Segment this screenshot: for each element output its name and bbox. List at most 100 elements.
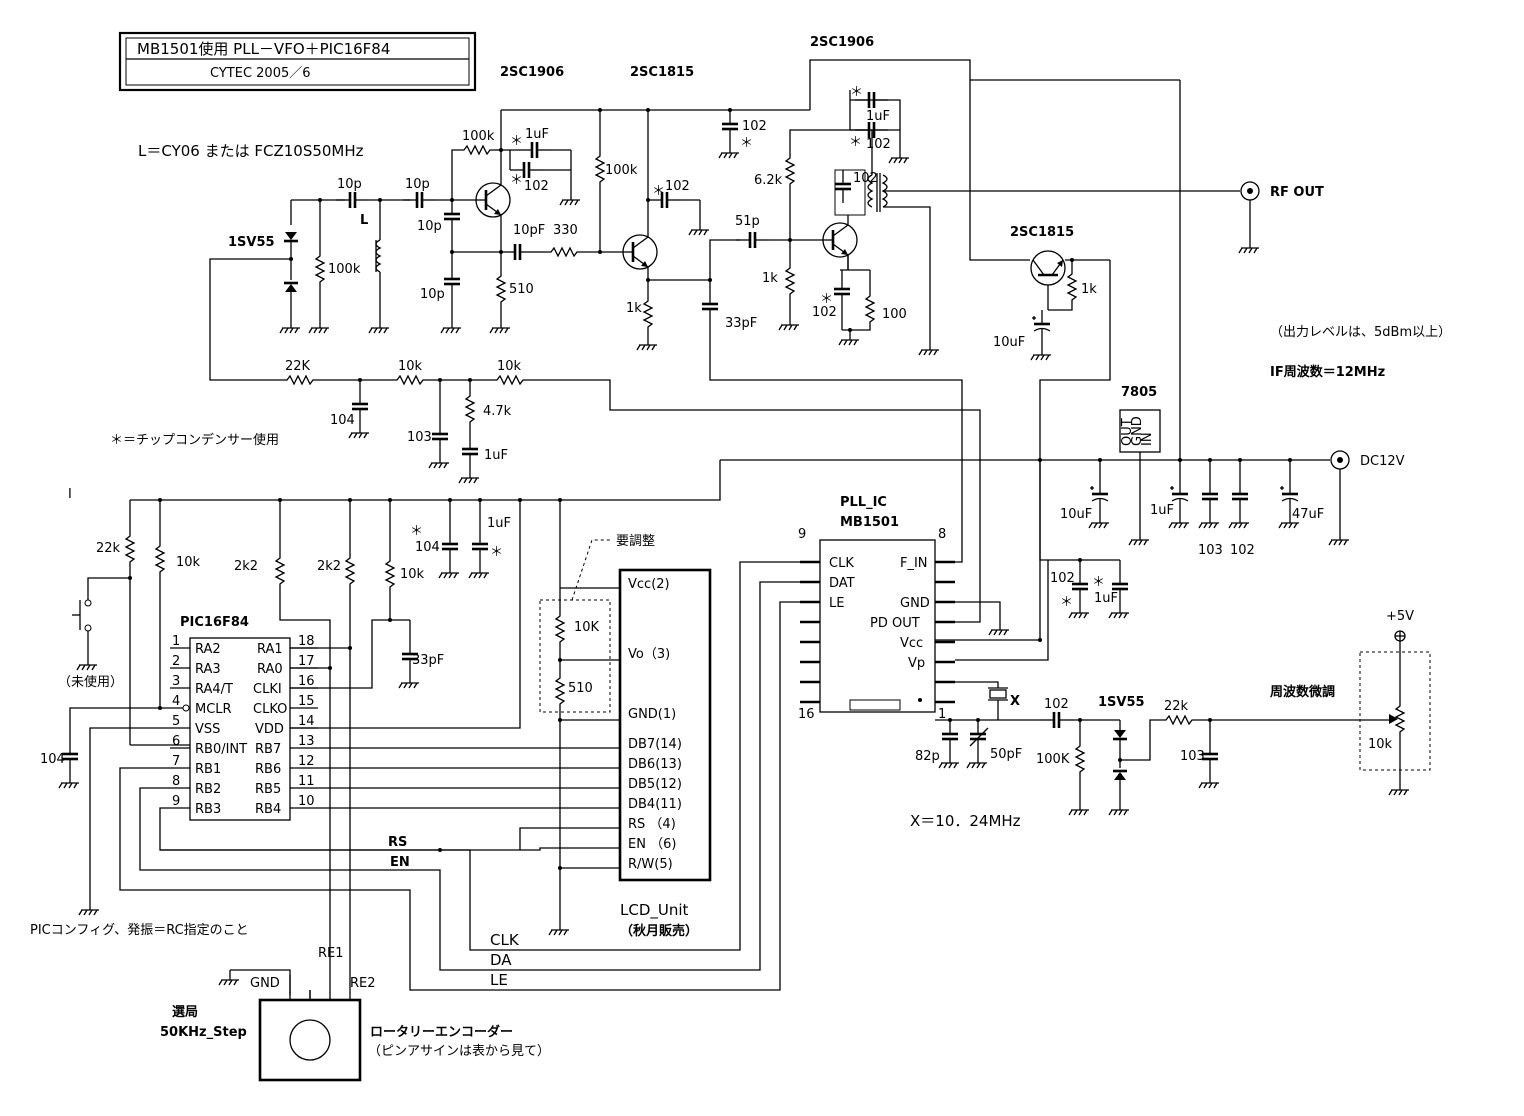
pll-pin-fin: F_IN bbox=[900, 556, 928, 571]
pll-left-stubs bbox=[800, 560, 820, 704]
label-reg-out: OUT bbox=[1120, 418, 1135, 446]
note-if-freq: IF周波数＝12MHz bbox=[1270, 364, 1385, 380]
label-r100: 100 bbox=[882, 307, 907, 322]
pic-pin-num: 12 bbox=[298, 754, 315, 769]
label-c102-c: 102 bbox=[742, 119, 767, 134]
label-r6k2: 6.2k bbox=[754, 173, 783, 188]
pic-pin-label: RA1 bbox=[257, 642, 283, 657]
pic-pin-num: 1 bbox=[172, 634, 180, 649]
pll-pin-vcc: Vcc bbox=[900, 636, 923, 651]
lcd-pin-gnd: GND(1) bbox=[628, 707, 676, 722]
pic-pin-label: RA4/T bbox=[195, 682, 233, 697]
label-c10pF: 10pF bbox=[513, 223, 545, 238]
pic-pin-num: 10 bbox=[298, 794, 315, 809]
label-r100k-a: 100k bbox=[328, 262, 361, 277]
label-star-11: ＊ bbox=[490, 545, 503, 560]
pic-pin-label: RA3 bbox=[195, 662, 221, 677]
pic-pin-num: 4 bbox=[172, 694, 180, 709]
pic-pin-num: 7 bbox=[172, 754, 180, 769]
label-r2k2-a: 2k2 bbox=[234, 559, 258, 574]
label-r1k-b: 1k bbox=[762, 271, 778, 286]
pic-pin-label: RA2 bbox=[195, 642, 221, 657]
label-enc-gnd: GND bbox=[250, 976, 280, 991]
title-sub: CYTEC 2005／6 bbox=[210, 66, 311, 81]
note-output-level: （出力レベルは、5dBm以上） bbox=[1270, 325, 1451, 340]
label-q3: 2SC1906 bbox=[810, 35, 874, 50]
lcd-pin-db4: DB4(11) bbox=[628, 797, 682, 812]
label-c33pF-a: 33pF bbox=[725, 316, 757, 331]
label-lcd-vendor: （秋月販売） bbox=[620, 923, 698, 939]
label-c1uF-f: 1uF bbox=[1094, 591, 1118, 606]
label-pot10k: 10k bbox=[1368, 737, 1393, 752]
label-enc-re2: RE2 bbox=[350, 976, 376, 991]
label-r10k-c: 10k bbox=[176, 555, 201, 570]
label-q1: 2SC1906 bbox=[500, 65, 564, 80]
label-star-7: ＊ bbox=[849, 135, 862, 150]
label-star-2: ＊ bbox=[510, 173, 523, 188]
note-coil: L＝CY06 または FCZ10S50MHz bbox=[138, 142, 364, 160]
pic-pin-label: RB7 bbox=[255, 742, 281, 757]
loop-filter: 22K 104 10k 103 4.7k 1uF 10k bbox=[280, 359, 981, 623]
label-pll2: MB1501 bbox=[840, 515, 899, 530]
pic-pin-num: 9 bbox=[172, 794, 180, 809]
pic-pin-num: 3 bbox=[172, 674, 180, 689]
label-c10p-b: 10p bbox=[405, 177, 430, 192]
lcd-pin-vo: Vo（3) bbox=[628, 647, 670, 662]
label-c102-a: 102 bbox=[524, 179, 549, 194]
pic-pin-label: MCLR bbox=[195, 702, 232, 717]
label-c102-tank: 102 bbox=[853, 171, 878, 186]
pic-pin-label: RB2 bbox=[195, 782, 221, 797]
pic-pin-num: 15 bbox=[298, 694, 315, 709]
label-r4k7: 4.7k bbox=[483, 404, 512, 419]
label-star-8: ＊ bbox=[1092, 575, 1105, 590]
label-tuning-step: 50KHz_Step bbox=[160, 1025, 247, 1040]
label-vplus: +5V bbox=[1386, 609, 1414, 624]
label-r510-a: 510 bbox=[509, 282, 534, 297]
pic-pin-label: VSS bbox=[195, 722, 220, 737]
label-pll1: PLL_IC bbox=[840, 495, 887, 510]
label-c104-c: 104 bbox=[40, 752, 65, 767]
pic-pin-num: 16 bbox=[298, 674, 315, 689]
pic-pin-label: VDD bbox=[255, 722, 284, 737]
label-dc12v: DC12V bbox=[1360, 454, 1405, 469]
label-c102-e: 102 bbox=[812, 305, 837, 320]
label-c82p: 82p bbox=[915, 749, 940, 764]
label-encoder-note: （ピンアサインは表から見て） bbox=[368, 1044, 550, 1059]
lcd-pin-rw: R/W(5) bbox=[628, 857, 673, 872]
label-r330: 330 bbox=[553, 223, 578, 238]
label-r1k-c: 1k bbox=[1081, 282, 1097, 297]
label-r10K-e: 10K bbox=[574, 620, 600, 635]
label-c1uF-a: 1uF bbox=[525, 127, 549, 142]
label-star-10: ＊ bbox=[410, 524, 423, 539]
label-star-6: ＊ bbox=[850, 85, 863, 100]
note-chip-cap: ＊＝チップコンデンサー使用 bbox=[110, 432, 279, 448]
label-r100k-c: 100k bbox=[605, 163, 638, 178]
pic-pin-num: 14 bbox=[298, 714, 315, 729]
label-c104-b: 104 bbox=[415, 540, 440, 555]
label-fine-tune: 周波数微調 bbox=[1270, 684, 1335, 700]
net-en: EN bbox=[390, 855, 410, 870]
pic-pin-num: 17 bbox=[298, 654, 315, 669]
label-r510-b: 510 bbox=[568, 681, 593, 696]
label-c10uF-a: 10uF bbox=[993, 335, 1025, 350]
label-tuning: 選局 bbox=[172, 1004, 198, 1020]
label-xtal: X bbox=[1010, 694, 1020, 709]
label-r10k-d: 10k bbox=[400, 567, 425, 582]
note-pic-config: PICコンフィグ、発振＝RC指定のこと bbox=[30, 923, 249, 938]
label-c10uF-b: 10uF bbox=[1060, 507, 1092, 522]
label-c1uF-c: 1uF bbox=[484, 448, 508, 463]
pll-section: PLL_IC MB1501 9 8 16 1 CLK DAT LE F_IN G… bbox=[798, 495, 1431, 816]
label-c103-a: 103 bbox=[407, 430, 432, 445]
pll-pin9: 9 bbox=[798, 527, 806, 542]
label-enc-re1: RE1 bbox=[318, 946, 344, 961]
label-reg-gnd: GND bbox=[1130, 416, 1145, 446]
lcd-pin-db7: DB7(14) bbox=[628, 737, 682, 752]
label-r100k-b: 100k bbox=[462, 129, 495, 144]
pic-section: 22k （未使用） 10k 104 2k2 2k2 bbox=[40, 498, 820, 1000]
pic-pin-num: 5 bbox=[172, 714, 180, 729]
pll-pin-dat: DAT bbox=[829, 576, 855, 591]
label-star-5: ＊ bbox=[820, 292, 833, 307]
net-le: LE bbox=[490, 971, 508, 989]
